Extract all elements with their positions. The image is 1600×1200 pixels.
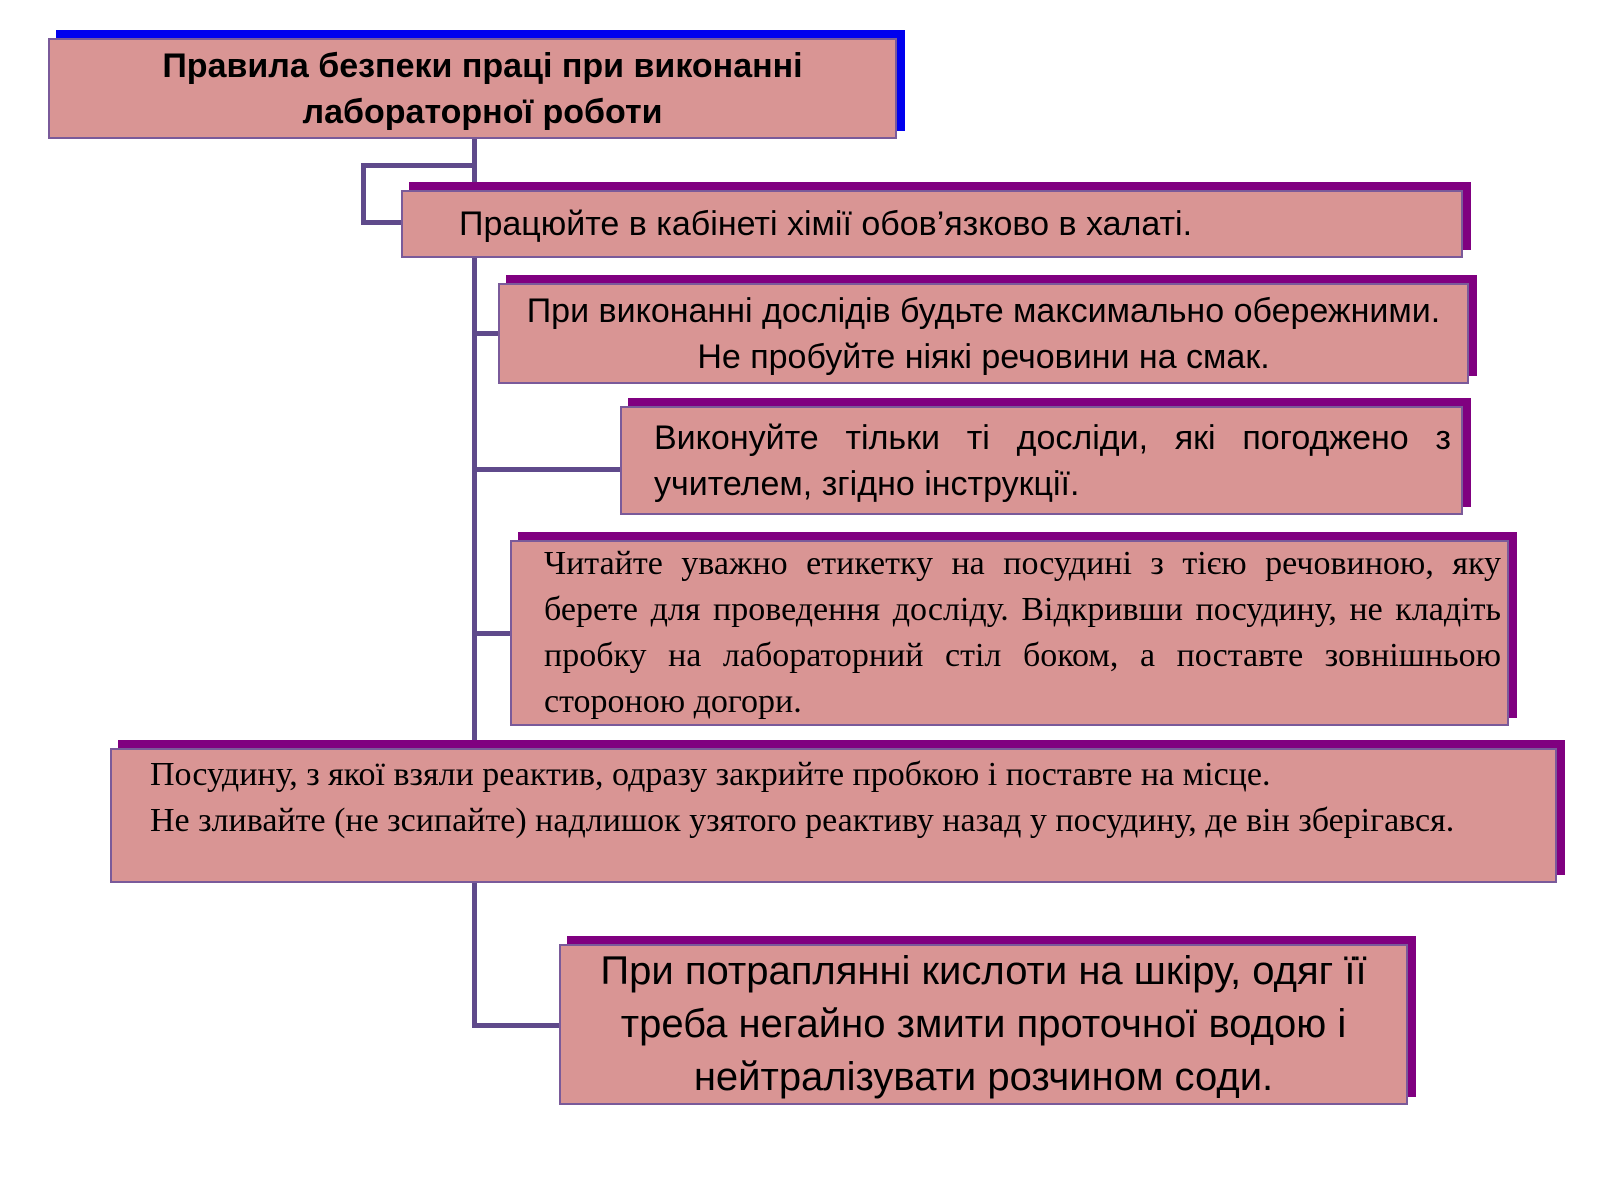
connector-branch-3 <box>472 467 622 472</box>
title-box: Правила безпеки праці при виконанні лабо… <box>48 38 897 139</box>
rule-box-2: При виконанні дослідів будьте максимальн… <box>498 283 1469 384</box>
connector-branch-4 <box>472 631 512 636</box>
rule-text-3: Виконуйте тільки ті досліди, які погодже… <box>654 418 1451 503</box>
rule-text-5b: Не зливайте (не зсипайте) надлишок узято… <box>150 802 1455 839</box>
rule-text-2: При виконанні дослідів будьте максимальн… <box>526 291 1441 376</box>
rule-box-3: Виконуйте тільки ті досліди, які погодже… <box>620 406 1463 515</box>
rule-box-1: Працюйте в кабінеті хімії обов’язково в … <box>401 190 1463 258</box>
connector-branch-2 <box>472 331 500 336</box>
rule-text-5a: Посудину, з якої взяли реактив, одразу з… <box>150 756 1271 793</box>
rule-box-5: Посудину, з якої взяли реактив, одразу з… <box>110 748 1557 883</box>
connector-bracket-top <box>361 163 477 168</box>
title-text: Правила безпеки праці при виконанні лабо… <box>162 46 803 131</box>
rule-text-4: Читайте уважно етикетку на посудині з ті… <box>544 545 1501 720</box>
rule-box-6: При потраплянні кислоти на шкіру, одяг ї… <box>559 944 1408 1105</box>
rule-box-4: Читайте уважно етикетку на посудині з ті… <box>510 540 1509 726</box>
connector-branch-6 <box>472 1023 561 1028</box>
connector-bracket-bottom <box>361 220 403 225</box>
rule-text-6: При потраплянні кислоти на шкіру, одяг ї… <box>600 949 1367 1099</box>
rule-text-1: Працюйте в кабінеті хімії обов’язково в … <box>459 204 1193 243</box>
connector-bracket-side <box>361 163 366 225</box>
connector-trunk <box>472 138 477 1028</box>
